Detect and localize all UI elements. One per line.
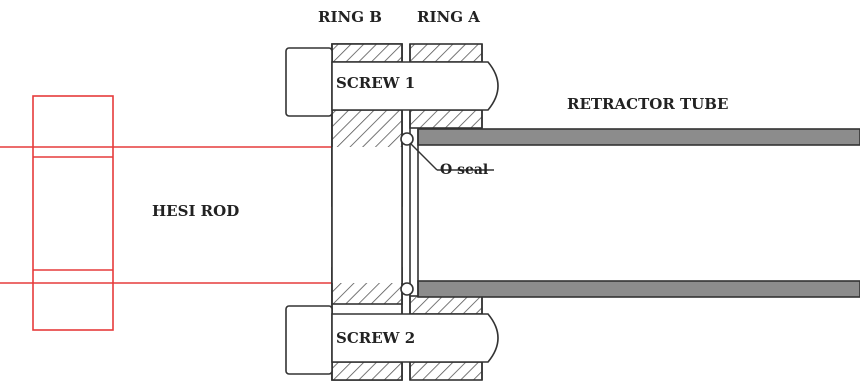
screw-1 — [285, 47, 499, 117]
screw-2-head — [285, 305, 333, 375]
o-seal-top — [400, 132, 414, 146]
label-ring-a: RING A — [417, 8, 480, 26]
label-o-seal: O seal — [440, 162, 489, 178]
o-seals — [400, 132, 414, 296]
screw-2 — [285, 305, 499, 375]
label-screw-2: SCREW 2 — [336, 329, 416, 347]
o-seal-bottom — [400, 282, 414, 296]
label-hesi-rod: HESI ROD — [152, 202, 240, 220]
label-screw-1: SCREW 1 — [336, 74, 416, 92]
tube-wall-bottom — [417, 280, 860, 298]
o-seal-leader — [409, 142, 494, 171]
label-retractor-tube: RETRACTOR TUBE — [567, 95, 729, 113]
retractor-tube — [417, 128, 860, 298]
tube-wall-top — [417, 128, 860, 146]
screw-1-shaft — [331, 61, 499, 111]
screw-2-shaft — [331, 313, 499, 363]
rod-nut — [32, 95, 114, 331]
screw-1-head — [285, 47, 333, 117]
label-ring-b: RING B — [318, 8, 382, 26]
